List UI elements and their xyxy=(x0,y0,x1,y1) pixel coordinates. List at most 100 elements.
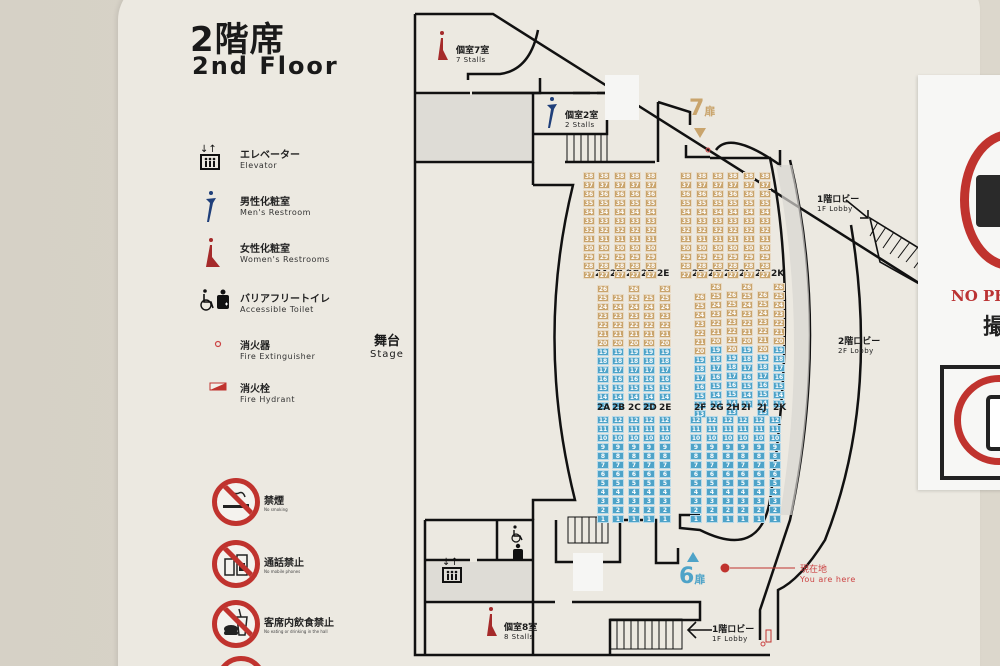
seat[interactable]: 17 xyxy=(773,364,785,372)
seat[interactable]: 28 xyxy=(598,262,610,270)
seat[interactable]: 36 xyxy=(645,190,657,198)
seat[interactable]: 35 xyxy=(598,199,610,207)
seat[interactable]: 19 xyxy=(773,346,785,354)
seat[interactable]: 34 xyxy=(645,208,657,216)
seat[interactable]: 14 xyxy=(710,391,722,399)
seat[interactable]: 23 xyxy=(612,312,624,320)
seat[interactable]: 11 xyxy=(737,425,749,433)
seat[interactable]: 13 xyxy=(757,408,769,416)
seat[interactable]: 32 xyxy=(680,226,692,234)
seat[interactable]: 24 xyxy=(741,301,753,309)
seat[interactable]: 20 xyxy=(726,345,738,353)
seat[interactable]: 10 xyxy=(643,434,655,442)
seat[interactable]: 4 xyxy=(737,488,749,496)
seat[interactable]: 7 xyxy=(612,461,624,469)
seat[interactable]: 38 xyxy=(727,172,739,180)
seat[interactable]: 36 xyxy=(696,190,708,198)
seat[interactable]: 37 xyxy=(680,181,692,189)
seat[interactable]: 25 xyxy=(773,292,785,300)
seat[interactable]: 3 xyxy=(643,497,655,505)
seat[interactable]: 26 xyxy=(726,291,738,299)
seat[interactable]: 6 xyxy=(659,470,671,478)
seat[interactable]: 32 xyxy=(629,226,641,234)
seat[interactable]: 23 xyxy=(628,312,640,320)
seat[interactable]: 31 xyxy=(680,235,692,243)
seat[interactable]: 17 xyxy=(757,372,769,380)
seat[interactable]: 26 xyxy=(628,285,640,293)
seat[interactable]: 8 xyxy=(643,452,655,460)
seat[interactable]: 21 xyxy=(741,328,753,336)
seat[interactable]: 21 xyxy=(612,330,624,338)
seat[interactable]: 18 xyxy=(659,357,671,365)
seat[interactable]: 20 xyxy=(612,339,624,347)
seat[interactable]: 12 xyxy=(722,416,734,424)
seat[interactable]: 6 xyxy=(597,470,609,478)
seat[interactable]: 2 xyxy=(722,506,734,514)
seat[interactable]: 27 xyxy=(680,271,692,279)
seat[interactable]: 15 xyxy=(726,390,738,398)
seat[interactable]: 30 xyxy=(629,244,641,252)
seat[interactable]: 18 xyxy=(694,365,706,373)
seat[interactable]: 16 xyxy=(597,375,609,383)
seat[interactable]: 21 xyxy=(710,328,722,336)
seat[interactable]: 20 xyxy=(773,337,785,345)
seat[interactable]: 16 xyxy=(741,373,753,381)
seat[interactable]: 34 xyxy=(614,208,626,216)
seat[interactable]: 24 xyxy=(757,309,769,317)
seat[interactable]: 38 xyxy=(614,172,626,180)
seat[interactable]: 3 xyxy=(737,497,749,505)
seat[interactable]: 2 xyxy=(769,506,781,514)
seat[interactable]: 8 xyxy=(628,452,640,460)
seat[interactable]: 11 xyxy=(597,425,609,433)
seat[interactable]: 30 xyxy=(614,244,626,252)
seat[interactable]: 7 xyxy=(706,461,718,469)
seat[interactable]: 8 xyxy=(612,452,624,460)
seat[interactable]: 7 xyxy=(690,461,702,469)
seat[interactable]: 13 xyxy=(773,400,785,408)
seat[interactable]: 29 xyxy=(759,253,771,261)
seat[interactable]: 4 xyxy=(706,488,718,496)
seat[interactable]: 4 xyxy=(690,488,702,496)
seat[interactable]: 15 xyxy=(659,384,671,392)
seat[interactable]: 17 xyxy=(726,372,738,380)
seat[interactable]: 10 xyxy=(769,434,781,442)
seat[interactable]: 36 xyxy=(680,190,692,198)
seat[interactable]: 10 xyxy=(706,434,718,442)
seat[interactable]: 30 xyxy=(680,244,692,252)
seat[interactable]: 27 xyxy=(583,271,595,279)
seat[interactable]: 1 xyxy=(628,515,640,523)
seat[interactable]: 5 xyxy=(769,479,781,487)
seat[interactable]: 17 xyxy=(628,366,640,374)
seat[interactable]: 19 xyxy=(659,348,671,356)
seat[interactable]: 36 xyxy=(727,190,739,198)
seat[interactable]: 3 xyxy=(690,497,702,505)
seat[interactable]: 38 xyxy=(645,172,657,180)
seat[interactable]: 33 xyxy=(614,217,626,225)
seat[interactable]: 25 xyxy=(659,294,671,302)
seat[interactable]: 10 xyxy=(612,434,624,442)
seat[interactable]: 6 xyxy=(643,470,655,478)
seat[interactable]: 37 xyxy=(759,181,771,189)
seat[interactable]: 27 xyxy=(759,271,771,279)
seat[interactable]: 10 xyxy=(597,434,609,442)
seat[interactable]: 9 xyxy=(643,443,655,451)
seat[interactable]: 25 xyxy=(643,294,655,302)
seat[interactable]: 30 xyxy=(645,244,657,252)
seat[interactable]: 26 xyxy=(659,285,671,293)
seat[interactable]: 30 xyxy=(759,244,771,252)
seat[interactable]: 23 xyxy=(659,312,671,320)
seat[interactable]: 25 xyxy=(726,300,738,308)
seat[interactable]: 23 xyxy=(726,318,738,326)
seat[interactable]: 32 xyxy=(645,226,657,234)
seat[interactable]: 16 xyxy=(659,375,671,383)
seat[interactable]: 26 xyxy=(710,283,722,291)
seat[interactable]: 26 xyxy=(741,283,753,291)
seat[interactable]: 11 xyxy=(769,425,781,433)
seat[interactable]: 33 xyxy=(712,217,724,225)
seat[interactable]: 31 xyxy=(583,235,595,243)
seat[interactable]: 14 xyxy=(659,393,671,401)
seat[interactable]: 5 xyxy=(628,479,640,487)
seat[interactable]: 1 xyxy=(737,515,749,523)
seat[interactable]: 27 xyxy=(727,271,739,279)
seat[interactable]: 34 xyxy=(680,208,692,216)
